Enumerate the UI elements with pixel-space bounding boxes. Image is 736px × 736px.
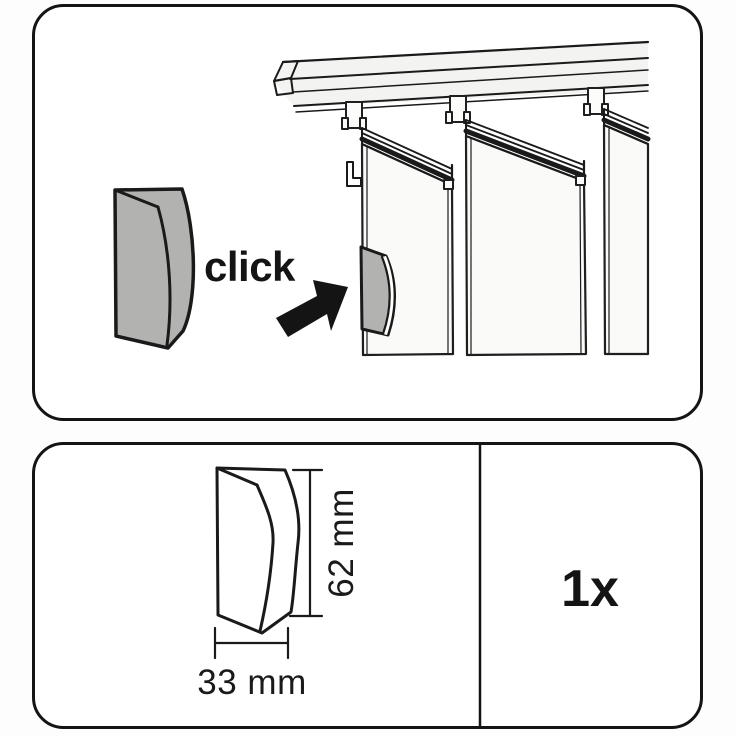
width-dimension-label: 33 mm (197, 663, 306, 702)
height-dimension-label: 62 mm (322, 488, 361, 597)
track-illustration (273, 40, 650, 130)
width-dimension: 33 mm (197, 626, 306, 702)
bottom-card-border (32, 442, 703, 729)
handle-part-on-panel (359, 245, 396, 337)
parts-info-card: 62 mm 33 mm 1x (32, 442, 703, 729)
assembly-step-card: click (32, 4, 703, 421)
click-label: click (204, 243, 296, 290)
panel-hook-bracket (346, 161, 362, 187)
panel-carrier-1 (341, 101, 367, 130)
handle-part-large (113, 187, 196, 350)
handle-highlight (382, 256, 394, 335)
part-outline (215, 466, 301, 635)
quantity-label: 1x (561, 560, 619, 618)
panel-top-hems (359, 108, 651, 191)
dimension-drawing: 62 mm 33 mm (197, 466, 361, 702)
arrow-icon (276, 280, 348, 337)
height-dimension: 62 mm (288, 468, 361, 618)
panel-carrier-2 (445, 95, 471, 124)
panel-3 (602, 123, 650, 356)
